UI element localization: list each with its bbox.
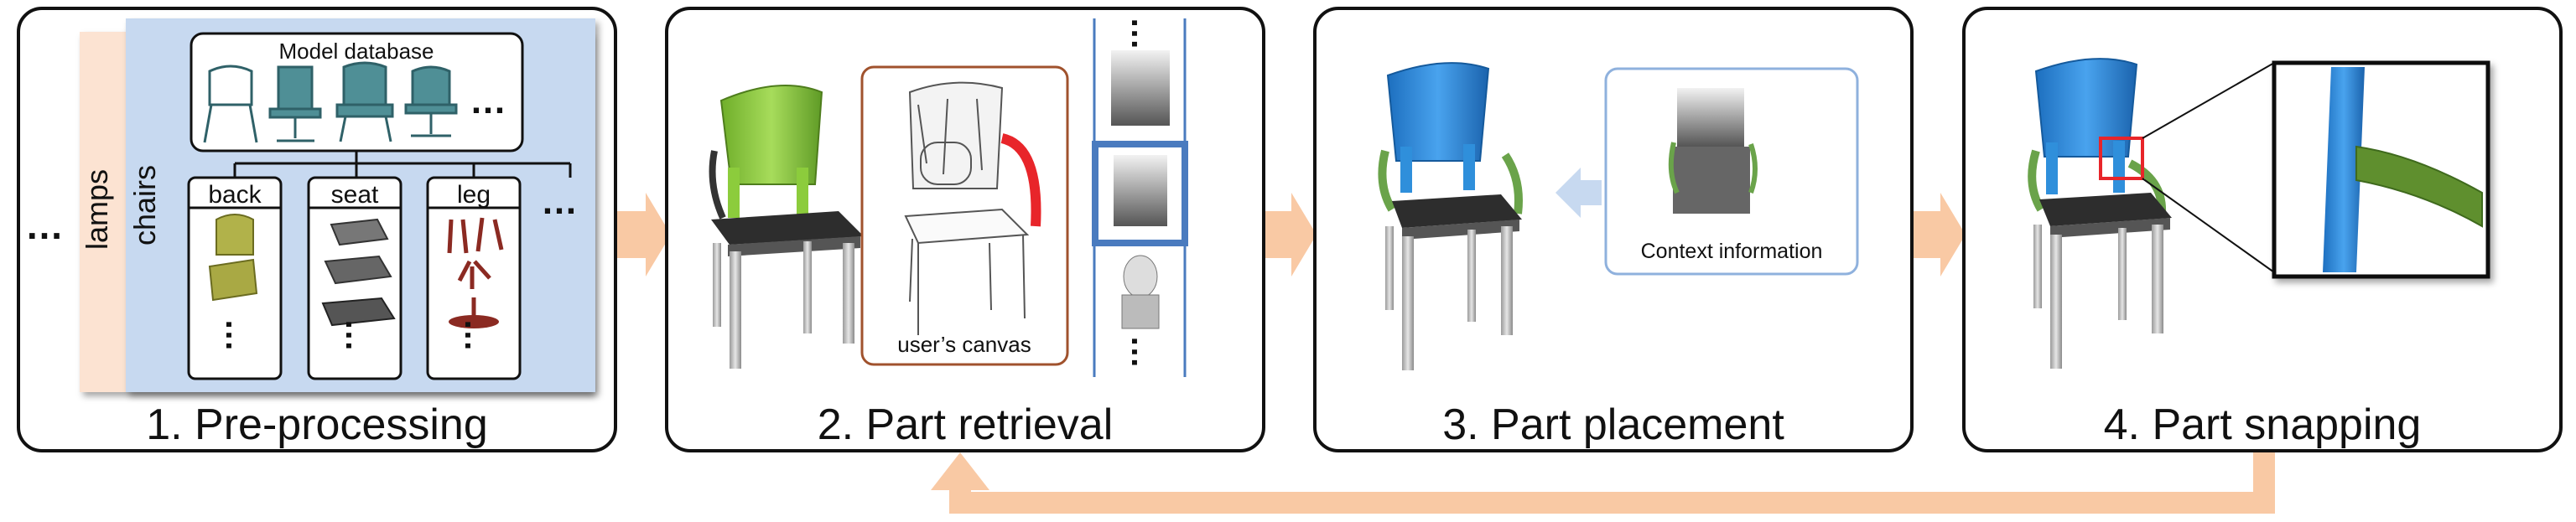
panel-part-retrieval: user’s canvas … … 2. Part retrieval <box>665 7 1265 452</box>
back-thumb-1 <box>216 214 254 256</box>
part-box-leg: leg … <box>426 176 522 380</box>
part-label-seat: seat <box>331 181 379 209</box>
zoom-callout-line-2 <box>2142 178 2275 273</box>
canvas-sketch <box>904 81 1030 335</box>
context-label: Context information <box>1641 240 1823 263</box>
canvas-label: user’s canvas <box>897 332 1031 357</box>
zoom-blue-leg <box>2323 67 2365 272</box>
candidates-bottom-ellipsis: … <box>1124 335 1161 369</box>
arrow-1-to-2 <box>616 193 671 277</box>
candidate-2 <box>1114 155 1167 226</box>
zoom-callout-line-1 <box>2142 62 2275 139</box>
seat-thumb-1 <box>330 218 389 246</box>
context-information-box: Context information <box>1604 67 1859 276</box>
leg-thumbs <box>447 217 504 318</box>
lamps-label: lamps <box>80 169 114 250</box>
panel-part-placement: Context information 3. Part placement <box>1313 7 1914 452</box>
db-chair-2 <box>268 65 322 142</box>
model-database-label: Model database <box>278 39 434 64</box>
seat-ellipsis: … <box>339 318 376 352</box>
back-ellipsis: … <box>219 318 256 352</box>
candidate-3 <box>1121 255 1160 329</box>
ellipsis-left: … <box>25 204 64 247</box>
back-thumb-2 <box>208 258 258 302</box>
snap-highlight-box <box>2099 137 2144 180</box>
leg-base <box>449 315 499 328</box>
zoom-inset <box>2272 60 2490 279</box>
part-box-seat: seat … <box>307 176 402 380</box>
hierarchy-connectors <box>233 151 572 178</box>
leg-ellipsis: … <box>458 318 495 352</box>
db-chair-3 <box>335 61 394 142</box>
retrieval-candidate-strip: … … <box>1092 17 1188 377</box>
arrow-2-to-3 <box>1265 193 1317 277</box>
context-chair-thumb <box>1677 88 1744 147</box>
stage-3-title: 3. Part placement <box>1442 401 1784 449</box>
assembled-chair-green <box>709 85 864 369</box>
feedback-loop-arrow <box>949 452 2275 514</box>
db-chair-4 <box>404 65 458 137</box>
users-canvas-box: user’s canvas <box>860 65 1069 366</box>
stage-4-title: 4. Part snapping <box>2104 401 2422 449</box>
parts-ellipsis: … <box>541 181 578 222</box>
part-label-back: back <box>208 181 262 209</box>
candidates-top-ellipsis: … <box>1124 17 1161 50</box>
candidate-1 <box>1111 50 1170 126</box>
stage-2-title: 2. Part retrieval <box>818 401 1114 449</box>
chairs-label: chairs <box>127 165 162 245</box>
zoom-green-armrest <box>2355 145 2483 228</box>
seat-thumb-2 <box>324 255 392 285</box>
database-chair-thumbnails <box>203 61 458 143</box>
panel-preprocessing: … lamps chairs Model database … … <box>17 7 617 452</box>
context-arrow <box>1555 168 1602 218</box>
seat-thumb-3 <box>321 297 396 327</box>
db-chair-1 <box>203 65 258 143</box>
panel-part-snapping: 4. Part snapping <box>1962 7 2563 452</box>
stage-1-title: 1. Pre-processing <box>146 401 488 449</box>
arrow-3-to-4 <box>1914 193 1966 277</box>
part-label-leg: leg <box>457 181 491 209</box>
canvas-highlight-armrest <box>1000 133 1041 227</box>
assembled-chair-blue-back <box>1378 62 1523 370</box>
db-ellipsis: … <box>470 80 506 121</box>
feedback-arrow-head <box>931 452 989 490</box>
part-box-back: back … <box>187 176 283 380</box>
